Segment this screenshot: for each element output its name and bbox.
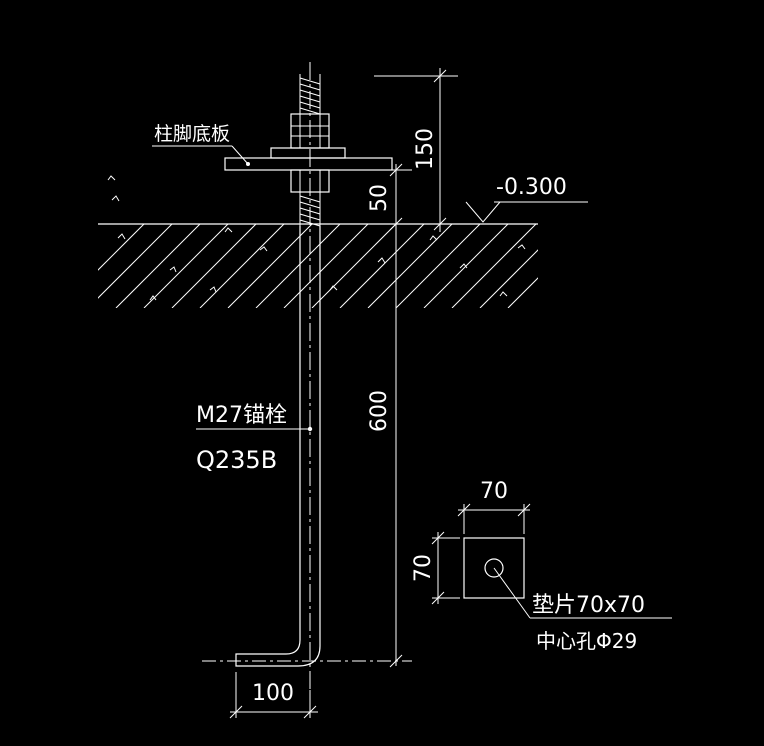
ground-hatch [98, 224, 538, 308]
dim-100-text: 100 [252, 681, 294, 706]
dim-hook-length [229, 672, 318, 719]
washer-plan [463, 537, 525, 599]
bolt-spec-label: M27锚栓 [196, 403, 287, 428]
dim-washer-width-text: 70 [480, 479, 508, 504]
dim-washer-width [457, 503, 531, 534]
center-hole-label: 中心孔Φ29 [536, 629, 637, 653]
dim-washer-height [431, 531, 460, 605]
base-plate [224, 157, 393, 171]
washer-hole [484, 558, 504, 578]
dim-600-text: 600 [367, 390, 392, 432]
dim-top-height [374, 68, 458, 232]
elevation-label: -0.300 [496, 175, 567, 200]
concrete-aggregate-marks [107, 175, 526, 301]
dim-150-text: 150 [413, 128, 438, 170]
bolt-material-label: Q235B [196, 446, 277, 474]
washer-section [270, 147, 346, 159]
dim-50-text: 50 [367, 184, 392, 212]
dim-plate-and-embed [389, 163, 412, 668]
base-plate-label: 柱脚底板 [154, 123, 230, 145]
washer-spec-label: 垫片70x70 [532, 593, 645, 618]
elevation-symbol [465, 201, 588, 223]
washer-leader [493, 567, 531, 619]
anchor-bolt-shaft [235, 226, 321, 667]
dim-washer-height-text: 70 [411, 554, 436, 582]
